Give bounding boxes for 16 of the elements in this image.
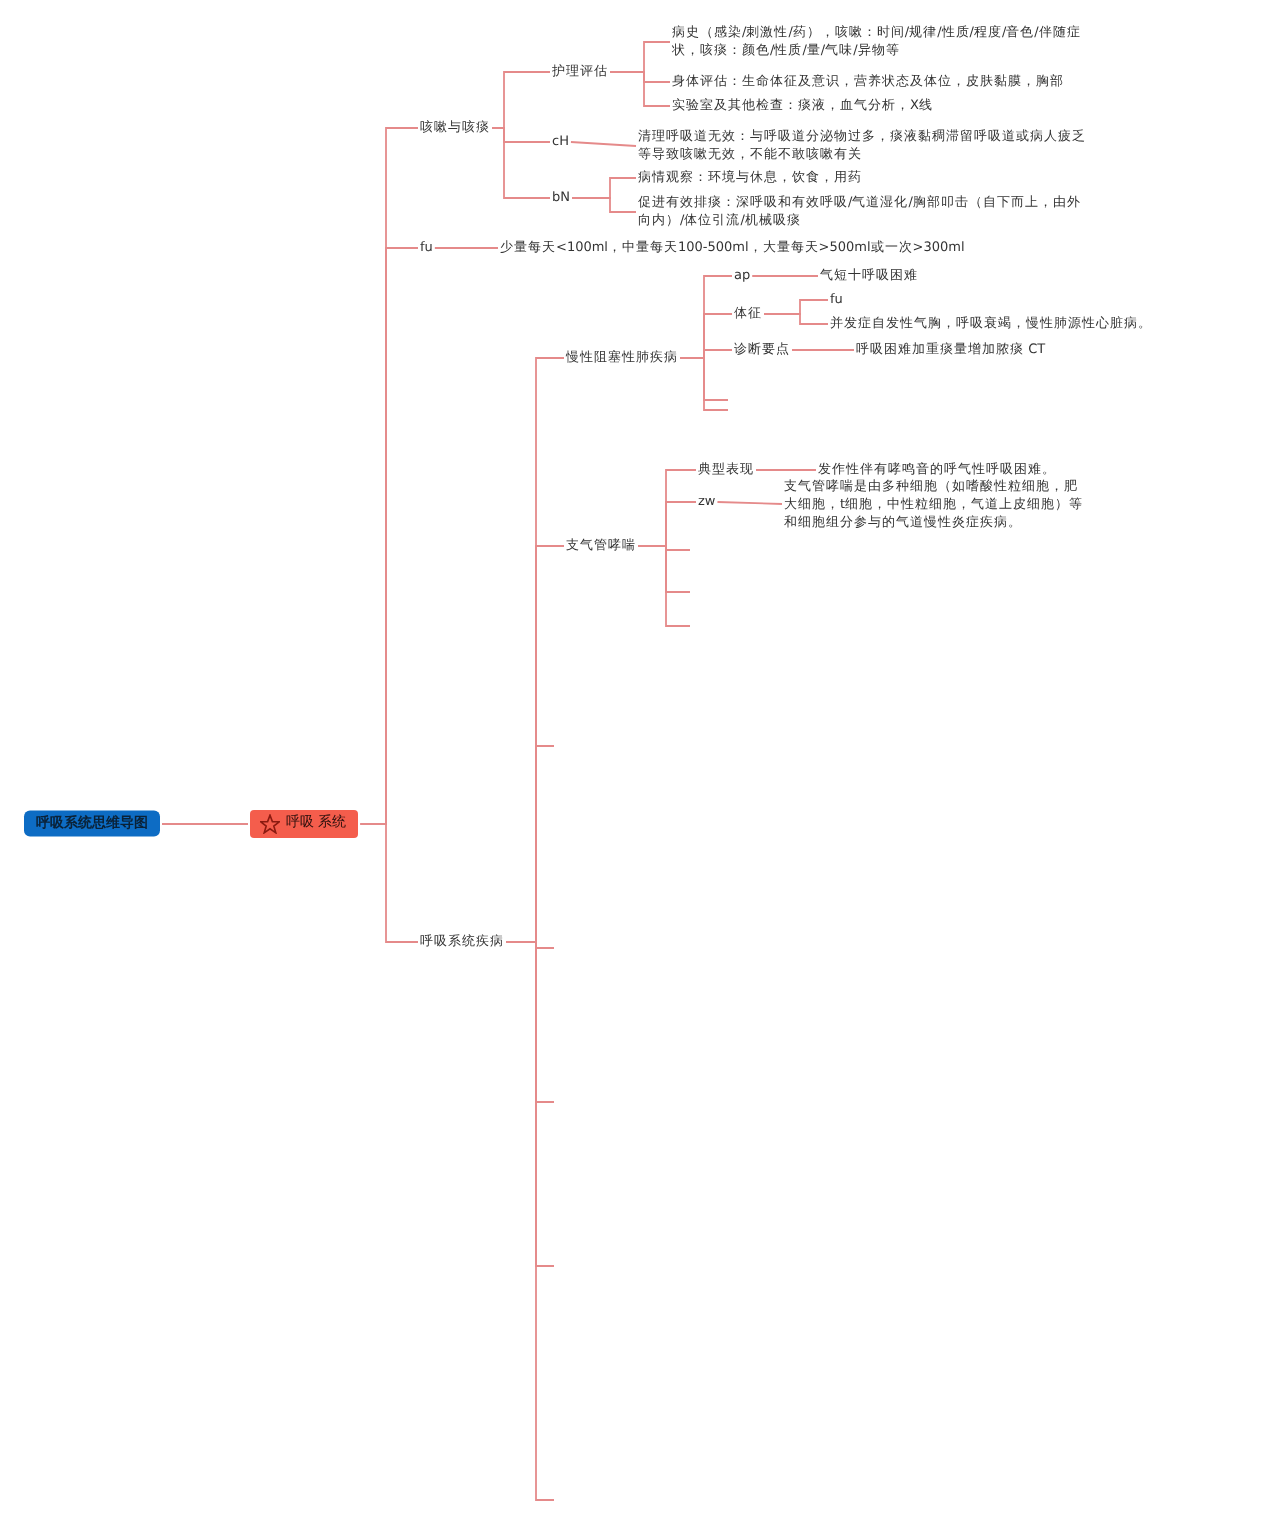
connector-line [679,357,729,411]
connector-line [609,71,671,107]
connector-line [763,313,829,325]
connector-line [161,823,249,825]
connector-line [570,141,637,147]
connector-line [505,941,555,1501]
connector-line [755,469,817,471]
connector-line [359,823,419,943]
connector-line [751,275,819,277]
connector-line [637,545,691,627]
topic-box [250,810,359,838]
connector-line [433,247,499,249]
connector-line [716,501,783,505]
connector-line [571,197,637,213]
connector-line [791,349,855,351]
connector-line [491,127,551,199]
